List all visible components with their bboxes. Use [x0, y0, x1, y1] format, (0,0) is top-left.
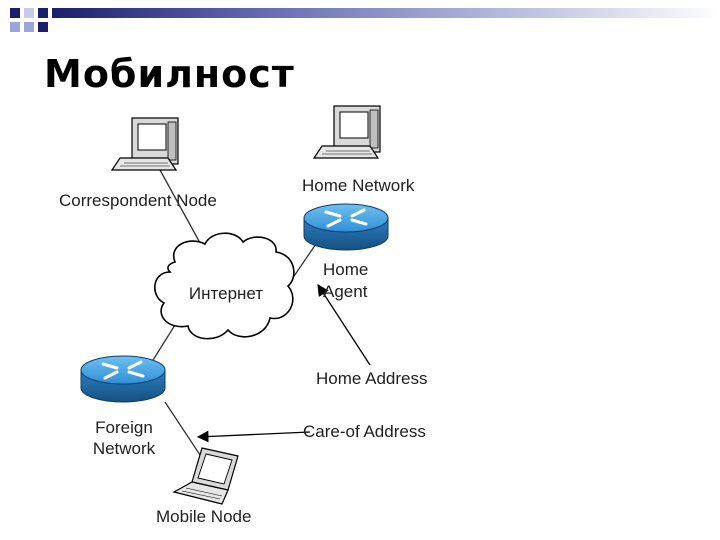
home-agent-label-line1: Home — [323, 260, 368, 279]
home-network-computer-icon — [312, 105, 381, 159]
home-agent-label-line2: Agent — [323, 282, 368, 301]
foreign-network-label-line1: Foreign — [95, 418, 153, 437]
care-of-address-label: Care-of Address — [303, 422, 426, 441]
internet-cloud-icon — [154, 232, 295, 340]
correspondent-node-label: Correspondent Node — [59, 191, 217, 210]
mobile-node-laptop-icon — [172, 447, 239, 505]
care-of-address-arrow-icon — [196, 430, 311, 443]
foreign-network-router-icon — [80, 355, 166, 403]
correspondent-computer-icon — [110, 117, 179, 171]
home-address-label: Home Address — [316, 369, 428, 388]
internet-label: Интернет — [189, 284, 263, 303]
home-address-arrow-icon — [317, 284, 371, 366]
home-network-label: Home Network — [302, 176, 415, 195]
home-agent-router-icon — [303, 203, 389, 251]
link-correspondent-internet — [159, 169, 206, 253]
foreign-network-label-line2: Network — [93, 439, 156, 458]
header-decoration — [10, 8, 720, 32]
mobile-node-label: Mobile Node — [156, 507, 251, 526]
slide-title: Мобилност — [44, 52, 295, 96]
link-foreign-mobile — [164, 401, 203, 459]
